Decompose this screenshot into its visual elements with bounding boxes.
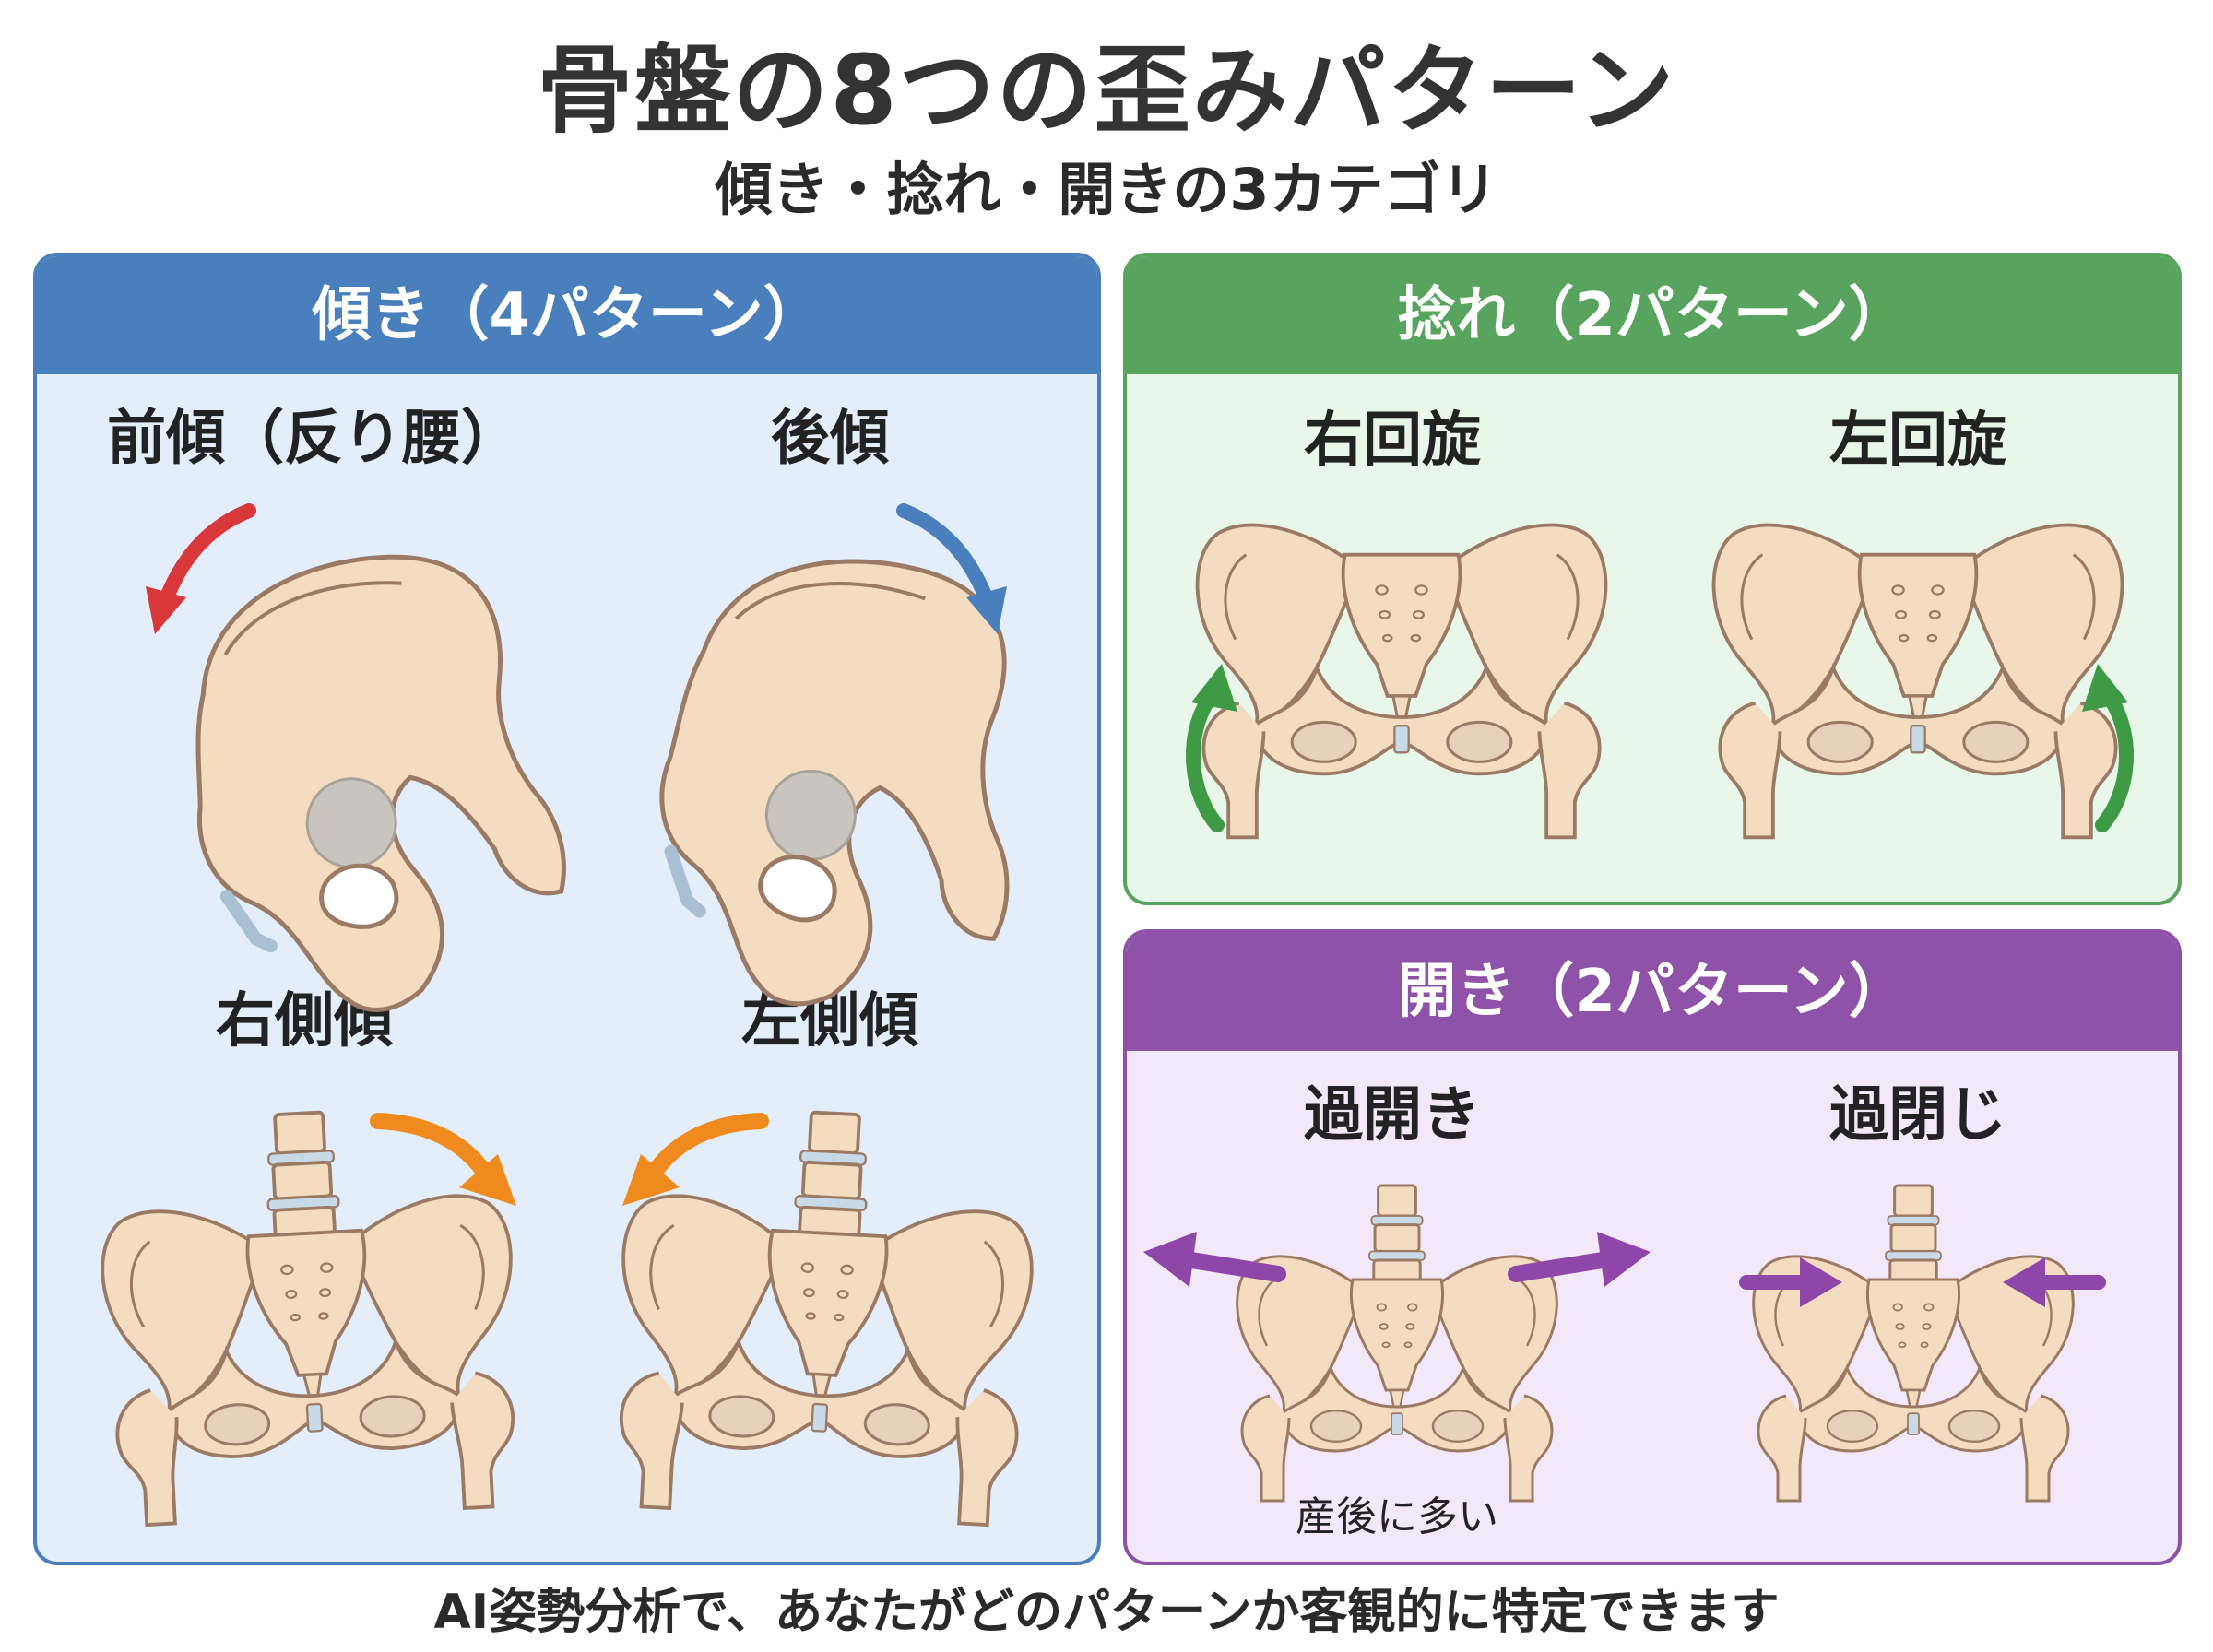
label-right-lateral-tilt: 右側傾 — [216, 987, 393, 1056]
label-right-rotation: 右回旋 — [1304, 407, 1481, 475]
page-subtitle: 傾き・捻れ・開きの3カテゴリ — [715, 156, 1498, 223]
purple-inward-arrow-icon-right — [2003, 1257, 2106, 1307]
green-rotation-arrow-icon-left — [2082, 664, 2134, 832]
panel-open: 開き（2パターン） — [1123, 929, 2182, 1565]
label-left-rotation: 左回旋 — [1829, 407, 2006, 475]
label-over-closed: 過閉じ — [1829, 1081, 2006, 1150]
purple-outward-arrow-icon-right — [1508, 1232, 1651, 1287]
label-anterior-tilt: 前傾（反り腰） — [107, 405, 520, 473]
green-rotation-arrow-icon-right — [1186, 664, 1237, 832]
panel-open-header: 開き（2パターン） — [1127, 933, 2178, 1051]
page-title: 骨盤の8つの歪みパターン — [537, 34, 1676, 147]
red-curved-arrow-icon — [146, 503, 256, 634]
over-open-note: 産後に多い — [1296, 1493, 1498, 1540]
panel-twist-header: 捻れ（2パターン） — [1127, 256, 2178, 374]
purple-inward-arrow-icon-left — [1739, 1257, 1842, 1307]
footer-caption: AI姿勢分析で、あなたがどのパターンか客観的に特定できます — [433, 1585, 1780, 1640]
blue-curved-arrow-icon — [896, 503, 1007, 634]
panel-twist: 捻れ（2パターン） — [1123, 253, 2182, 905]
purple-outward-arrow-icon-left — [1143, 1232, 1286, 1287]
label-posterior-tilt: 後傾 — [771, 405, 889, 473]
orange-curved-arrow-icon-left — [622, 1113, 769, 1206]
label-over-open: 過開き — [1304, 1081, 1481, 1150]
over-closed-pelvis-illustration — [1752, 1184, 2075, 1503]
orange-curved-arrow-icon-right — [370, 1113, 516, 1206]
panel-tilt-header: 傾き（4パターン） — [37, 256, 1097, 374]
